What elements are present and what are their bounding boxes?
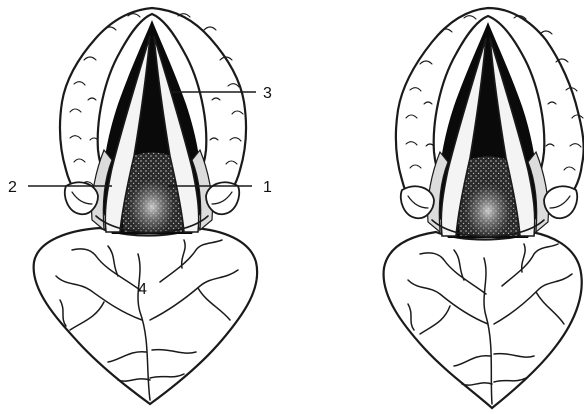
callout-number-3: 3 bbox=[263, 85, 272, 102]
left-arytenoid bbox=[401, 186, 434, 218]
callout-number-4: 4 bbox=[138, 281, 147, 298]
right-arytenoid bbox=[544, 186, 577, 218]
callout-number-2: 2 bbox=[8, 179, 17, 196]
epiglottis bbox=[34, 228, 258, 404]
epiglottis bbox=[384, 232, 582, 408]
right-larynx-view bbox=[384, 8, 584, 408]
right-arytenoid bbox=[206, 182, 239, 214]
callout-number-1: 1 bbox=[263, 179, 272, 196]
left-larynx-view: 3 1 2 4 bbox=[8, 8, 272, 404]
left-arytenoid bbox=[65, 182, 98, 214]
